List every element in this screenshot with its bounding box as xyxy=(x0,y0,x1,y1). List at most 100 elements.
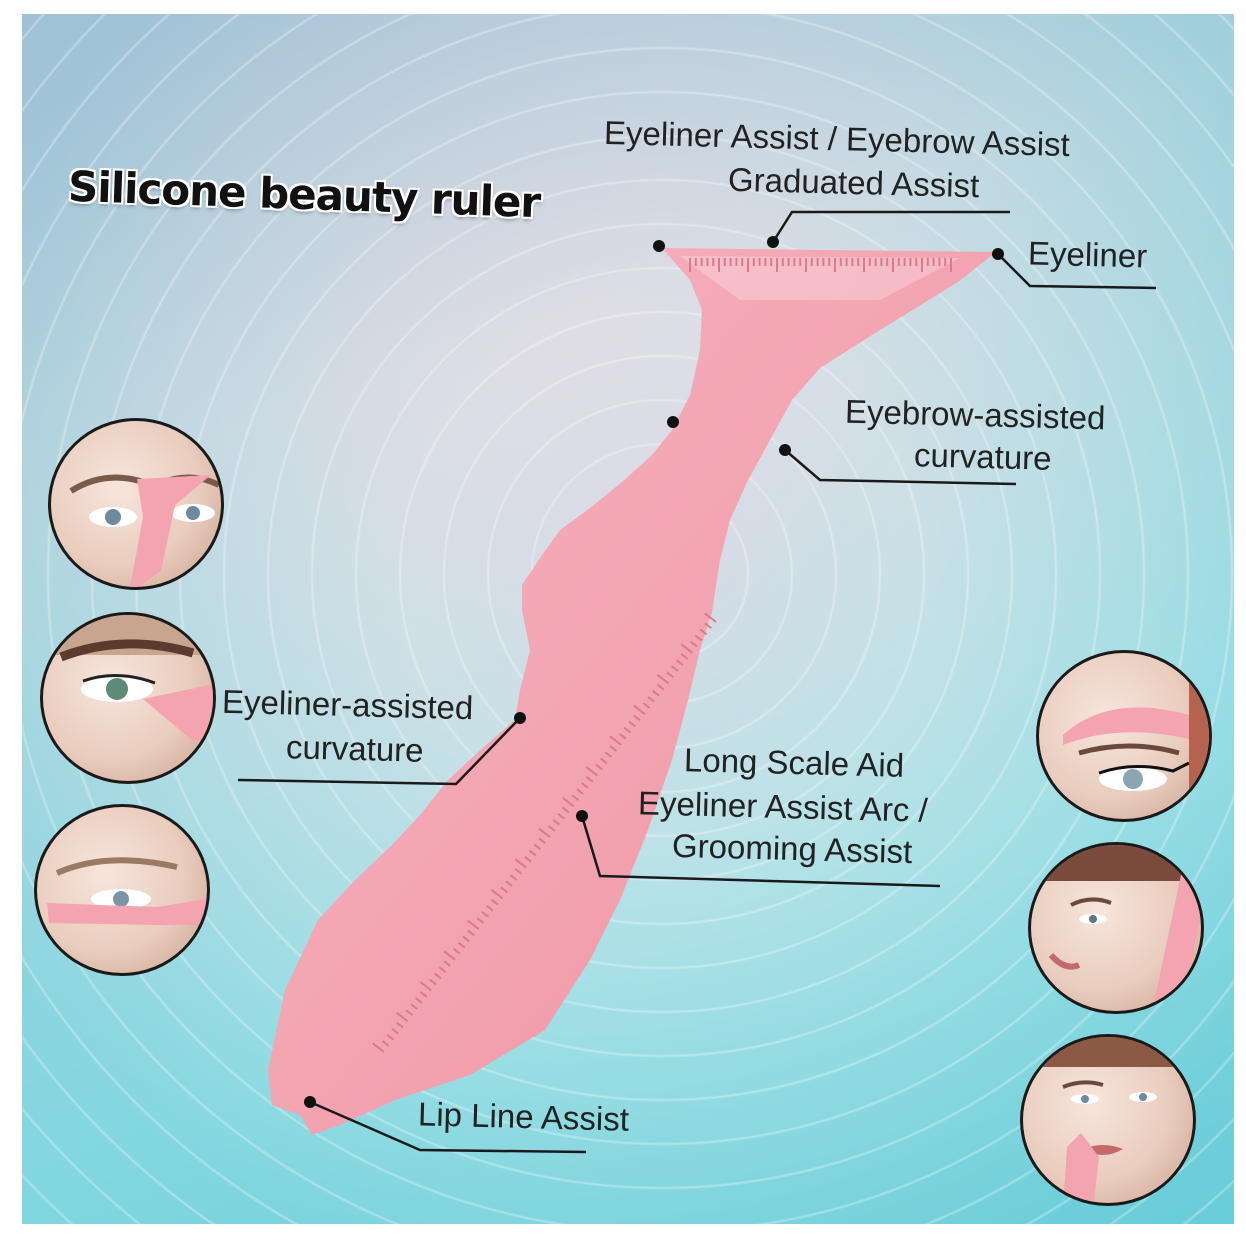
dot-eyeliner-curvature xyxy=(514,712,526,724)
long-scale-tick xyxy=(671,665,679,672)
long-scale-tick xyxy=(386,1034,395,1041)
long-scale-tick xyxy=(562,806,570,814)
long-scale-tick xyxy=(533,843,542,851)
long-scale-tick xyxy=(438,966,447,973)
long-scale-tick xyxy=(443,950,456,961)
long-scale-tick xyxy=(396,1021,404,1029)
long-scale-tick xyxy=(538,837,546,844)
eye-wing-demo-photo xyxy=(34,804,210,976)
long-scale-tick xyxy=(419,991,428,998)
dot-long-scale xyxy=(576,810,588,822)
long-scale-tick xyxy=(419,981,433,992)
long-scale-tick xyxy=(547,825,556,832)
long-scale-tick xyxy=(656,683,665,691)
long-scale-tick xyxy=(675,659,684,666)
long-scale-tick xyxy=(524,855,532,863)
long-scale-tick xyxy=(490,898,499,906)
long-scale-tick xyxy=(652,690,660,697)
label-eyebrow-curvature-line1: Eyebrow-assisted xyxy=(844,392,1106,437)
long-scale-tick xyxy=(557,812,565,820)
ruler-highlight xyxy=(680,256,960,300)
ruler-body xyxy=(268,248,996,1135)
long-scale-tick xyxy=(647,696,655,703)
long-scale-tick xyxy=(415,997,423,1004)
long-scale-tick xyxy=(609,745,618,752)
dot-graduated xyxy=(767,236,779,248)
long-scale-tick xyxy=(372,1042,385,1053)
long-scale-tick xyxy=(462,935,470,943)
long-scale-tick xyxy=(433,972,442,980)
label-eyeliner-curvature-line1: Eyeliner-assisted xyxy=(221,682,474,727)
long-scale-tick xyxy=(666,671,674,679)
long-scale-tick xyxy=(552,819,561,826)
long-scale-tick xyxy=(486,905,494,912)
eyeliner-demo-photo xyxy=(40,612,216,784)
cheek-contour-demo-photo xyxy=(1028,842,1204,1014)
long-scale-tick xyxy=(490,889,504,900)
long-scale-tick xyxy=(699,628,708,636)
leader-eyeliner-curvature xyxy=(237,717,521,786)
long-scale-tick xyxy=(481,911,489,918)
lip-line-demo-photo xyxy=(1020,1034,1196,1206)
long-scale-tick xyxy=(680,653,689,660)
long-scale-tick xyxy=(680,643,693,654)
brow-shaping-demo-photo xyxy=(1036,650,1212,822)
long-scale-tick xyxy=(443,960,452,967)
long-scale-tick xyxy=(391,1027,399,1035)
long-scale-tick xyxy=(500,886,508,894)
label-eyebrow-curvature-line2: curvature xyxy=(913,436,1053,477)
long-scale-tick xyxy=(694,634,703,642)
leader-long-scale xyxy=(580,815,941,888)
long-scale-tick xyxy=(562,796,575,808)
long-scale-tick xyxy=(429,978,437,986)
long-scale-tick xyxy=(633,714,641,722)
long-scale-tick xyxy=(571,794,580,801)
eyebrow-demo-photo xyxy=(48,418,224,590)
label-graduated-assist: Graduated Assist xyxy=(727,160,980,205)
label-eyeliner: Eyeliner xyxy=(1027,234,1148,275)
leader-eyeliner xyxy=(997,253,1157,290)
long-scale-tick xyxy=(581,782,589,789)
dot-top-left xyxy=(653,240,665,252)
dot-mid-left xyxy=(667,416,679,428)
long-scale-tick xyxy=(505,880,513,887)
long-scale-tick xyxy=(528,849,537,857)
leader-lip-line xyxy=(309,1100,587,1154)
long-scale-tick xyxy=(381,1040,390,1047)
long-scale-tick xyxy=(585,766,599,777)
long-scale-tick xyxy=(410,1003,418,1010)
long-scale-ticks xyxy=(372,612,717,1053)
long-scale-tick xyxy=(452,948,461,955)
long-scale-tick xyxy=(467,919,480,930)
label-long-scale-line1: Long Scale Aid xyxy=(683,741,905,784)
long-scale-tick xyxy=(576,788,584,795)
label-long-scale-line3: Grooming Assist xyxy=(671,826,913,871)
long-scale-tick xyxy=(704,622,712,629)
long-scale-tick xyxy=(514,868,523,875)
long-scale-tick xyxy=(618,733,627,740)
long-scale-tick xyxy=(585,776,594,783)
dot-lip-line xyxy=(304,1096,316,1108)
long-scale-tick xyxy=(623,726,632,734)
long-scale-tick xyxy=(628,720,636,728)
long-scale-tick xyxy=(656,674,670,685)
label-eyeliner-curvature-line2: curvature xyxy=(285,728,425,769)
long-scale-tick xyxy=(405,1009,414,1016)
long-scale-tick xyxy=(604,751,613,758)
leader-eyebrow-curvature xyxy=(784,449,1017,486)
long-scale-tick xyxy=(396,1011,409,1023)
long-scale-tick xyxy=(609,735,622,746)
dot-eyebrow-curvature xyxy=(779,444,791,456)
long-scale-tick xyxy=(514,858,527,869)
long-scale-tick xyxy=(538,827,551,838)
long-scale-tick xyxy=(509,874,518,881)
long-scale-tick xyxy=(642,702,651,709)
long-scale-tick xyxy=(476,917,485,924)
long-scale-tick xyxy=(599,757,608,765)
long-scale-tick xyxy=(457,941,466,949)
label-lip-line-assist: Lip Line Assist xyxy=(417,1095,630,1138)
dot-eyeliner xyxy=(992,248,1004,260)
